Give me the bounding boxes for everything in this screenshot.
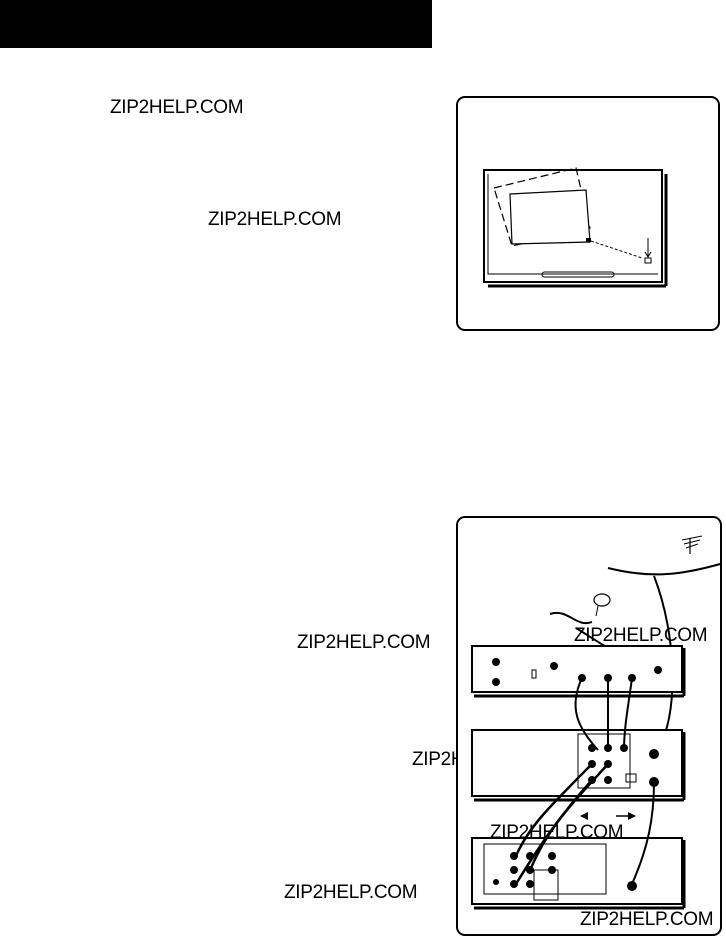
watermark-text: ZIP2HELP.COM [284, 882, 418, 903]
watermark-text: ZIP2HELP.COM [110, 97, 244, 118]
watermark-text: ZIP2HELP.COM [580, 909, 714, 930]
watermark-text: ZIP2HELP.COM [574, 625, 708, 646]
connection-diagram-figure [456, 516, 722, 936]
watermark-text: ZIP2HELP.COM [297, 632, 431, 653]
header-bar [0, 0, 432, 48]
tv-front-panel-icon [483, 167, 668, 288]
watermark-text: ZIP2HELP.COM [208, 209, 342, 230]
tv-panel-figure [456, 96, 720, 331]
av-cable-connection-icon [471, 535, 721, 910]
watermark-text: ZIP2HELP.COM [490, 822, 624, 843]
